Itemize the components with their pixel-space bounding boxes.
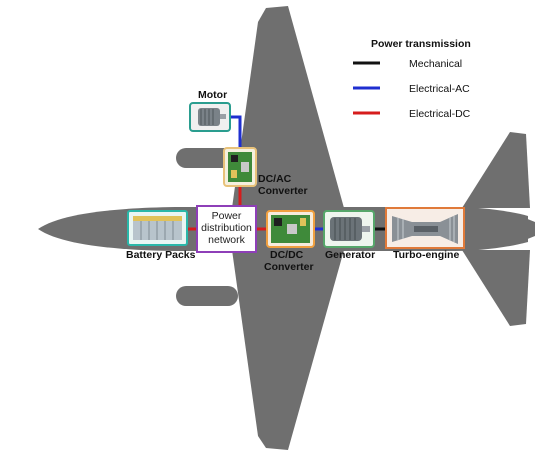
dcac-capacitor-icon — [231, 170, 237, 178]
legend: Power transmission Mechanical Electrical… — [353, 38, 471, 120]
lower-stabilizer — [462, 250, 530, 326]
pdn-line1: Power — [212, 210, 242, 222]
legend-title: Power transmission — [371, 38, 471, 50]
power-connections — [187, 115, 386, 231]
pdn-line3: network — [208, 234, 246, 246]
pdn-line2: distribution — [201, 222, 252, 234]
ac-link-motor-dcac — [230, 115, 242, 150]
battery-terminals-icon — [133, 216, 182, 221]
tail-cone — [520, 216, 535, 242]
dcac-label-line2: Converter — [258, 185, 308, 197]
dcdc-component-icon — [287, 224, 297, 234]
upper-wing — [232, 6, 344, 208]
legend-label-electrical-ac: Electrical-AC — [409, 83, 470, 95]
generator-icon — [330, 217, 362, 241]
legend-label-electrical-dc: Electrical-DC — [409, 108, 471, 120]
upper-stabilizer — [462, 132, 530, 208]
battery-packs-component: Battery Packs — [126, 210, 196, 261]
dcdc-capacitor-icon — [300, 218, 306, 226]
dcdc-label-line1: DC/DC — [270, 249, 304, 261]
dcac-converter-component: DC/AC Converter — [223, 147, 308, 197]
generator-label: Generator — [325, 249, 375, 261]
dcdc-label-line2: Converter — [264, 261, 314, 273]
dcac-component-icon — [241, 162, 249, 172]
turbo-core-icon — [414, 226, 438, 232]
generator-component: Generator — [323, 210, 375, 261]
dcac-label-line1: DC/AC — [258, 173, 292, 185]
motor-label: Motor — [198, 89, 227, 101]
pdn-box — [196, 205, 257, 253]
power-distribution-network-component: Power distribution network — [196, 205, 257, 253]
generator-fins-icon — [334, 218, 356, 240]
legend-label-mechanical: Mechanical — [409, 58, 462, 70]
turbo-engine-component: Turbo-engine — [385, 207, 465, 261]
dcdc-converter-component: DC/DC Converter — [264, 210, 315, 273]
motor-shaft-icon — [220, 114, 226, 119]
motor-fins-icon — [200, 109, 214, 125]
lower-engine-nacelle — [176, 286, 238, 306]
lower-wing — [232, 250, 344, 450]
generator-shaft-icon — [362, 226, 370, 232]
battery-label: Battery Packs — [126, 249, 196, 261]
dcdc-chip-icon — [274, 218, 282, 226]
dcac-chip-icon — [231, 155, 238, 162]
turbo-label: Turbo-engine — [393, 249, 459, 261]
motor-component: Motor — [189, 89, 231, 132]
upper-engine-nacelle — [176, 148, 238, 168]
turbo-blades-icon — [397, 216, 455, 242]
